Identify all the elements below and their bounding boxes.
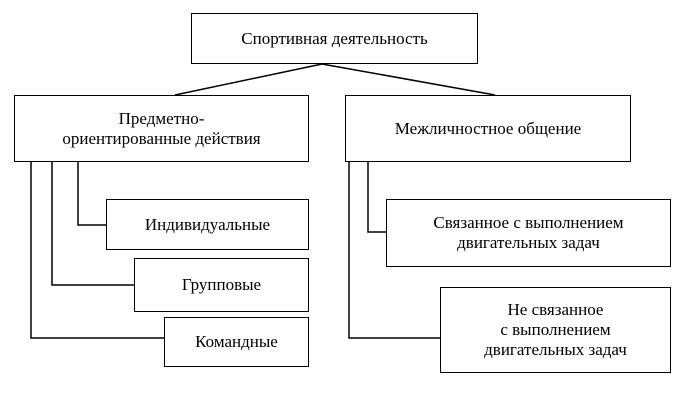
branch-interpersonal-label: Межличностное общение [394, 118, 582, 138]
node-individual-label: Индивидуальные [144, 214, 271, 234]
node-team: Командные [164, 317, 309, 367]
node-related-motor-label: Связанное с выполнением двигательных зад… [433, 213, 624, 252]
branch-object-actions: Предметно- ориентированные действия [14, 95, 309, 162]
branch-interpersonal: Межличностное общение [345, 95, 631, 162]
root-node: Спортивная деятельность [191, 13, 478, 64]
connector-root-object [174, 63, 323, 96]
node-unrelated-motor-label: Не связанное с выполнением двигательных … [484, 300, 627, 359]
node-related-motor: Связанное с выполнением двигательных зад… [386, 199, 671, 267]
branch-object-actions-label: Предметно- ориентированные действия [62, 108, 261, 148]
node-group-label: Групповые [181, 275, 262, 294]
connector-interpersonal-unrelated [348, 162, 440, 339]
node-individual: Индивидуальные [106, 199, 309, 250]
connector-object-group [51, 162, 134, 286]
connector-object-individual [77, 162, 106, 226]
node-group: Групповые [134, 258, 309, 312]
connector-root-interpersonal [321, 63, 496, 96]
connector-object-team [30, 162, 164, 339]
node-unrelated-motor: Не связанное с выполнением двигательных … [440, 287, 671, 373]
root-node-label: Спортивная деятельность [241, 28, 428, 48]
node-team-label: Командные [195, 332, 278, 351]
connector-interpersonal-related [367, 162, 386, 233]
